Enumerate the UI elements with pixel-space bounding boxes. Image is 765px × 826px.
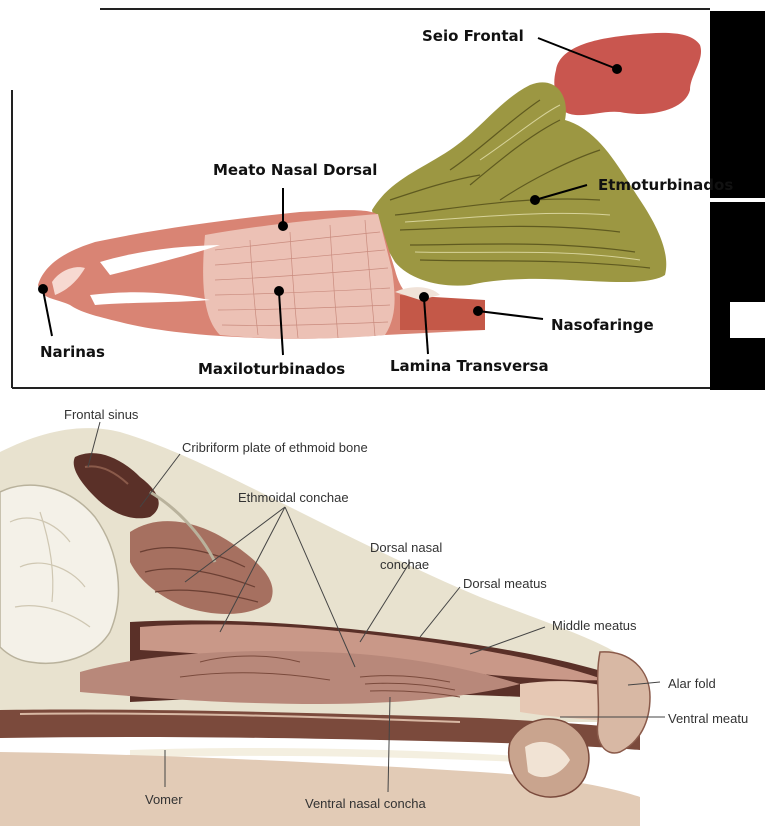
lamina-transversa-shape	[400, 295, 485, 330]
label-frontal-sinus: Frontal sinus	[64, 407, 139, 422]
label-ventral-meatus: Ventral meatu	[668, 711, 748, 726]
label-narinas: Narinas	[40, 343, 105, 361]
label-dorsal-meatus: Dorsal meatus	[463, 576, 547, 591]
right-black-block-lower	[710, 338, 765, 390]
top-diagram-svg: Seio Frontal Meato Nasal Dorsal Etmoturb…	[0, 0, 765, 390]
right-black-block-upper	[710, 11, 765, 198]
label-ventral-nasal-concha: Ventral nasal concha	[305, 796, 426, 811]
label-dorsal-nasal-conchae-line1: Dorsal nasal	[370, 540, 442, 555]
label-nasofaringe: Nasofaringe	[551, 316, 654, 334]
label-seio-frontal: Seio Frontal	[422, 27, 524, 45]
label-meato-nasal-dorsal: Meato Nasal Dorsal	[213, 161, 377, 179]
nose-tip-shape	[597, 652, 650, 753]
label-cribriform-plate: Cribriform plate of ethmoid bone	[182, 440, 368, 455]
bottom-diagram-svg: Frontal sinus Cribriform plate of ethmoi…	[0, 392, 765, 826]
label-middle-meatus: Middle meatus	[552, 618, 637, 633]
label-maxiloturbinados: Maxiloturbinados	[198, 360, 345, 378]
label-vomer: Vomer	[145, 792, 183, 807]
top-diagram-panel: Seio Frontal Meato Nasal Dorsal Etmoturb…	[0, 0, 765, 390]
label-etmoturbinados: Etmoturbinados	[598, 176, 733, 194]
frontal-sinus-shape	[554, 33, 701, 115]
label-dorsal-nasal-conchae-line2: conchae	[380, 557, 429, 572]
label-ethmoidal-conchae: Ethmoidal conchae	[238, 490, 349, 505]
label-lamina-transversa: Lamina Transversa	[390, 357, 549, 375]
right-black-notch	[710, 302, 730, 338]
right-black-block-middle	[710, 202, 765, 302]
label-alar-fold: Alar fold	[668, 676, 716, 691]
bottom-diagram-panel: Frontal sinus Cribriform plate of ethmoi…	[0, 392, 765, 826]
